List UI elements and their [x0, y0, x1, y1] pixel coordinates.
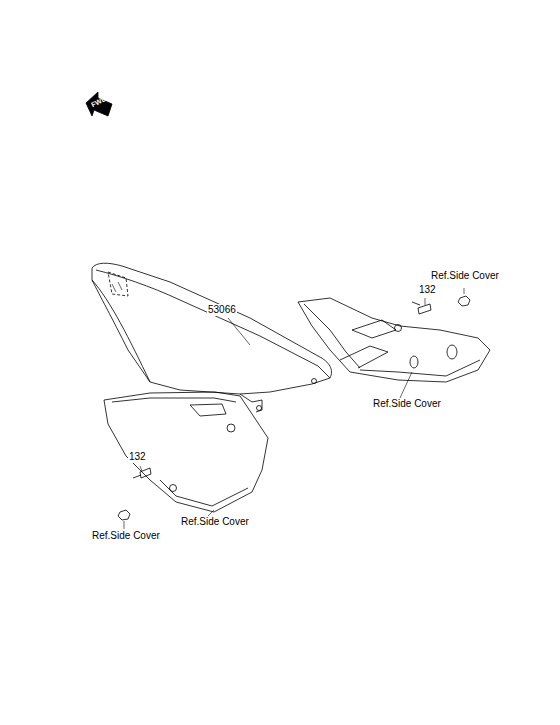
nut — [118, 296, 470, 520]
bolt — [133, 302, 431, 478]
callout-number: 132 — [128, 451, 147, 463]
fwd-arrow — [86, 92, 112, 116]
right-side-cover — [298, 298, 490, 382]
reference-label: Ref.Side Cover — [372, 398, 442, 410]
callout-number: 132 — [418, 284, 437, 296]
reference-label: Ref.Side Cover — [180, 516, 250, 528]
reference-label: Ref.Side Cover — [91, 530, 161, 542]
seat — [92, 263, 332, 412]
leader-line — [124, 288, 464, 529]
part-number: 53066 — [207, 304, 237, 316]
left-side-cover — [104, 392, 268, 512]
reference-label: Ref.Side Cover — [430, 270, 500, 282]
